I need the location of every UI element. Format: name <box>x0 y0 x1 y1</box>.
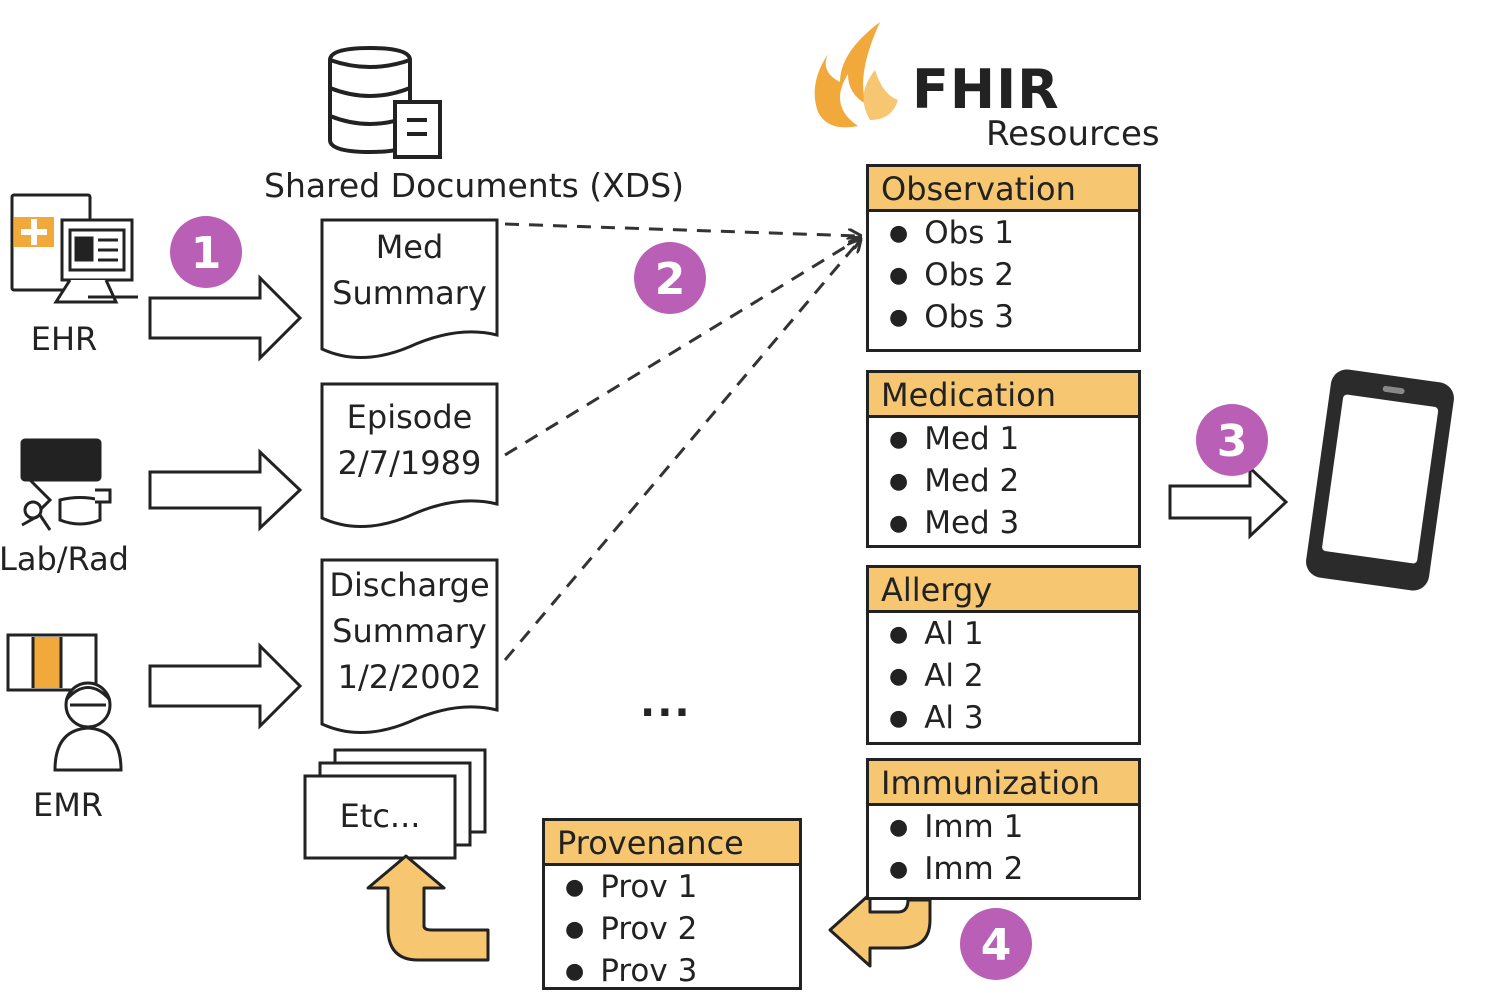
provenance-item-label: Prov 1 <box>600 869 698 905</box>
doc-stack-front <box>303 774 457 860</box>
resource-provenance-item: ●Prov 2 <box>565 911 698 947</box>
provenance-item-label: Prov 2 <box>600 911 698 947</box>
resource-allergy-title: Allergy <box>869 568 1138 613</box>
resource-medication: Medication ●Med 1 ●Med 2 ●Med 3 <box>866 370 1141 548</box>
dashed-connectors <box>503 222 860 661</box>
resource-medication-item: ●Med 1 <box>889 421 1020 457</box>
resource-provenance-item: ●Prov 1 <box>565 869 698 905</box>
doc-episode-line-1: Episode <box>346 398 473 436</box>
ingest-arrow-ehr <box>148 274 303 362</box>
resource-observation-item: ●Obs 2 <box>889 257 1015 293</box>
step-badge-1 <box>170 216 242 288</box>
ingest-arrow-lab <box>148 448 303 532</box>
fhir-title: FHIR <box>912 58 1060 121</box>
doc-discharge-line-2: Summary <box>332 612 487 650</box>
doc-shape-episode <box>320 382 499 528</box>
allergy-item-label: Al 1 <box>924 616 984 652</box>
connector-episode <box>504 238 860 457</box>
database-icon <box>328 45 442 159</box>
medication-item-label: Med 3 <box>924 505 1020 541</box>
step-number-4: 4 <box>981 920 1012 971</box>
resource-observation-item: ●Obs 1 <box>889 215 1015 251</box>
xds-title: Shared Documents (XDS) <box>264 166 685 205</box>
doc-med-summary-line-1: Med <box>375 228 444 266</box>
doc-med-summary: Med Summary <box>322 224 497 316</box>
step-number-2: 2 <box>655 254 686 305</box>
lab-microscope-icon <box>20 438 112 531</box>
ingest-arrow-emr <box>148 642 303 730</box>
doc-discharge: Discharge Summary 1/2/2002 <box>322 562 497 700</box>
resource-allergy-item: ●Al 1 <box>889 616 984 652</box>
source-label-lab: Lab/Rad <box>0 540 129 578</box>
observation-item-label: Obs 2 <box>924 257 1015 293</box>
resource-immunization-item: ●Imm 2 <box>889 851 1024 887</box>
resource-allergy: Allergy ●Al 1 ●Al 2 ●Al 3 <box>866 565 1141 745</box>
doc-discharge-line-3: 1/2/2002 <box>337 658 482 696</box>
step-number-1: 1 <box>191 228 222 279</box>
resource-immunization-title: Immunization <box>869 761 1138 806</box>
resource-allergy-item: ●Al 2 <box>889 658 984 694</box>
resource-observation-title: Observation <box>869 167 1138 212</box>
doc-episode: Episode 2/7/1989 <box>322 394 497 486</box>
fhir-subtitle: Resources <box>986 114 1160 154</box>
resource-medication-title: Medication <box>869 373 1138 418</box>
resource-immunization: Immunization ●Imm 1 ●Imm 2 <box>866 758 1141 900</box>
resource-medication-item: ●Med 3 <box>889 505 1020 541</box>
doc-shape-discharge <box>320 558 499 734</box>
doc-etc: Etc... <box>339 797 421 835</box>
step-badge-2 <box>634 242 706 314</box>
more-ellipsis: ... <box>640 680 692 726</box>
step-badge-3 <box>1196 404 1268 476</box>
doctor-record-icon <box>6 633 123 772</box>
immunization-item-label: Imm 2 <box>924 851 1024 887</box>
observation-item-label: Obs 1 <box>924 215 1015 251</box>
source-label-emr: EMR <box>32 786 104 824</box>
step-number-3: 3 <box>1217 416 1248 467</box>
doc-discharge-line-1: Discharge <box>329 566 490 604</box>
provenance-return-arrow <box>366 854 490 962</box>
resource-provenance-title: Provenance <box>545 821 799 866</box>
document-shapes <box>303 218 499 860</box>
smartphone-icon <box>1306 369 1454 591</box>
fhir-flame-icon <box>814 22 898 128</box>
connector-med-summary <box>504 222 860 236</box>
resource-allergy-item: ●Al 3 <box>889 700 984 736</box>
doc-episode-line-2: 2/7/1989 <box>337 444 482 482</box>
medication-item-label: Med 2 <box>924 463 1020 499</box>
writeback-arrow <box>828 892 932 968</box>
resource-observation: Observation ●Obs 1 ●Obs 2 ●Obs 3 <box>866 164 1141 352</box>
immunization-item-label: Imm 1 <box>924 809 1024 845</box>
resource-medication-item: ●Med 2 <box>889 463 1020 499</box>
step-badge-4 <box>960 908 1032 980</box>
connector-discharge <box>503 240 860 661</box>
step-badges: 1 2 3 4 <box>170 216 1268 980</box>
medication-item-label: Med 1 <box>924 421 1020 457</box>
deliver-arrow <box>1168 464 1289 540</box>
resource-provenance: Provenance ●Prov 1 ●Prov 2 ●Prov 3 <box>542 818 802 990</box>
doc-shape-med-summary <box>320 218 499 359</box>
doc-med-summary-line-2: Summary <box>332 274 487 312</box>
allergy-item-label: Al 2 <box>924 658 984 694</box>
ingest-arrows <box>148 274 303 730</box>
allergy-item-label: Al 3 <box>924 700 984 736</box>
resource-observation-item: ●Obs 3 <box>889 299 1015 335</box>
observation-item-label: Obs 3 <box>924 299 1015 335</box>
hospital-computer-icon <box>10 193 138 304</box>
resource-provenance-item: ●Prov 3 <box>565 953 698 989</box>
resource-immunization-item: ●Imm 1 <box>889 809 1024 845</box>
provenance-item-label: Prov 3 <box>600 953 698 989</box>
source-label-ehr: EHR <box>30 320 98 358</box>
